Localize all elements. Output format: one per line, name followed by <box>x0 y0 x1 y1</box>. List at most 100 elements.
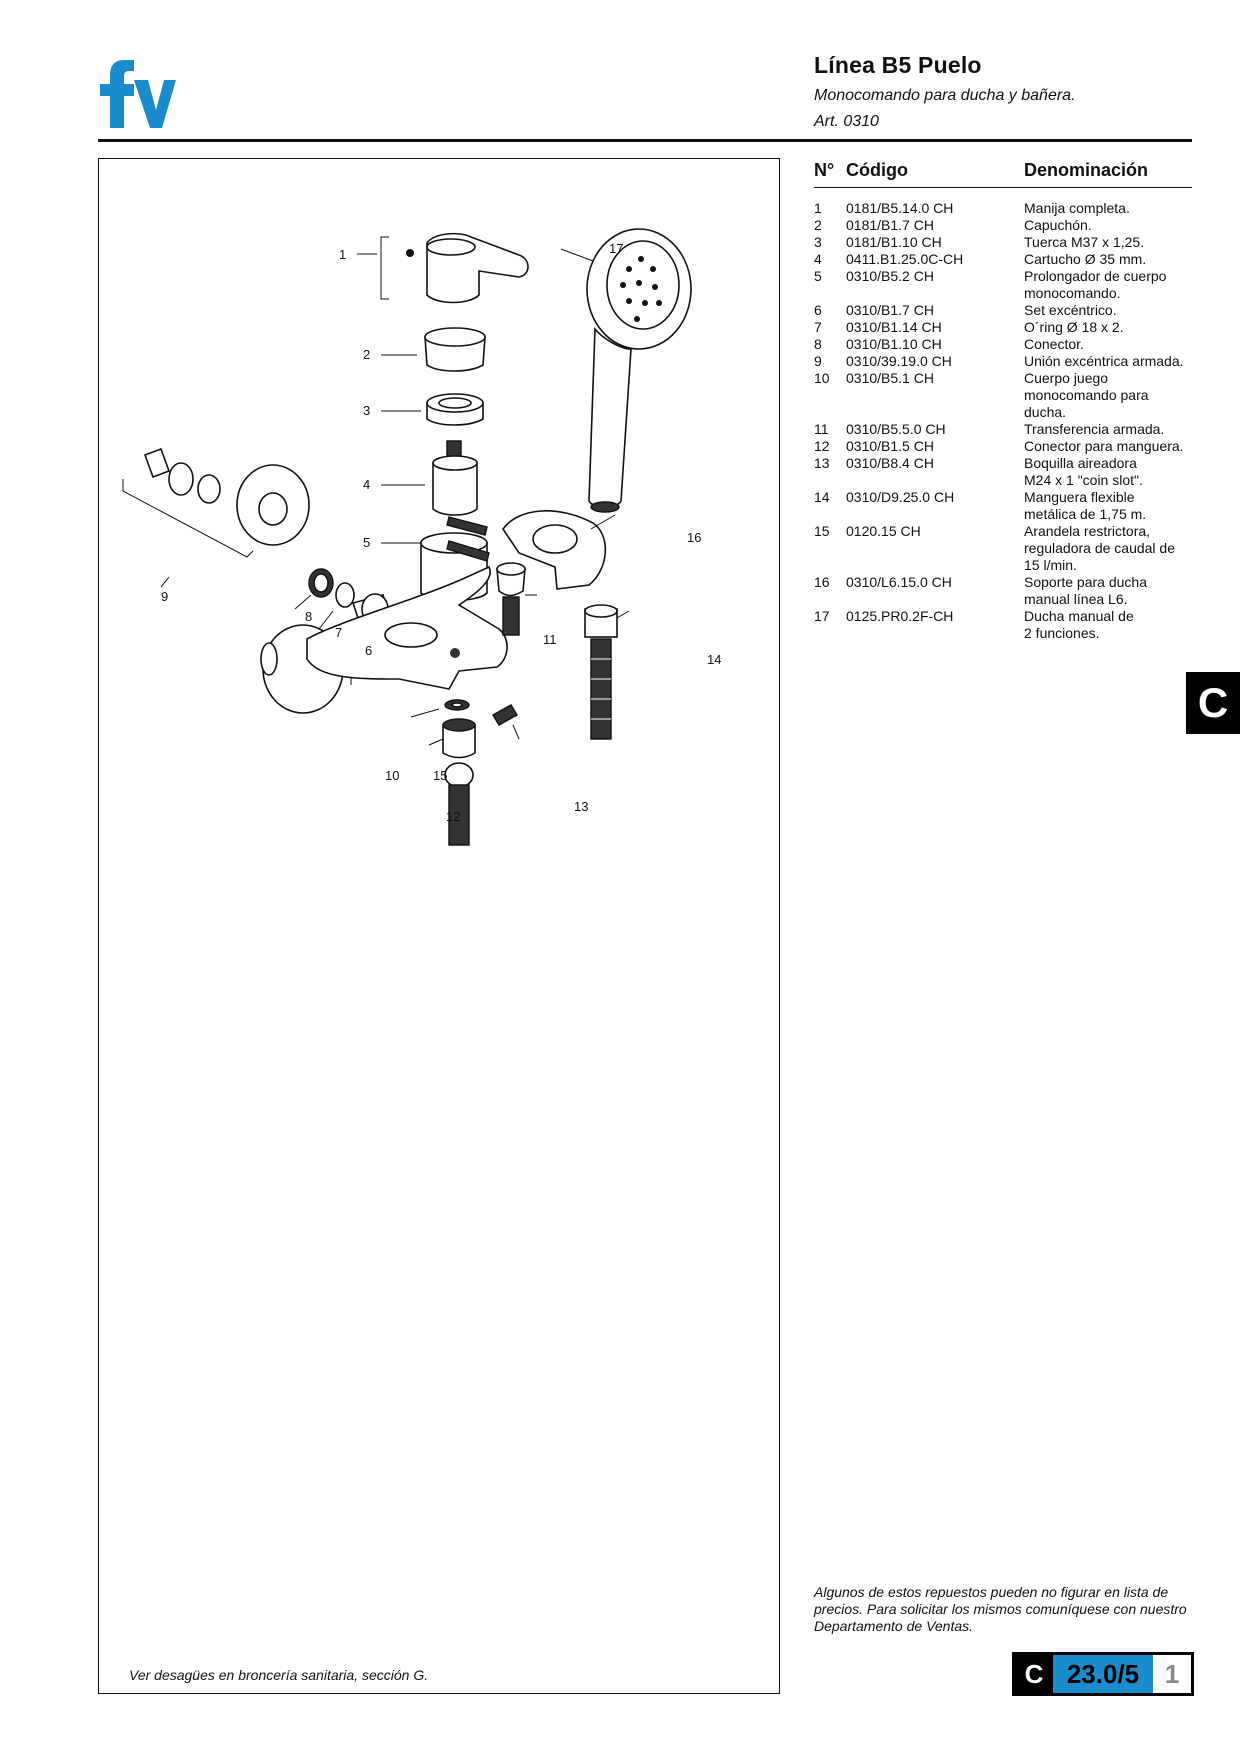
part-name: Manija completa. <box>1024 200 1130 216</box>
page-number: 1 <box>1153 1655 1191 1693</box>
callout-9: 9 <box>161 589 168 604</box>
part-code: 0310/B5.5.0 CH <box>846 421 946 437</box>
part-number: 4 <box>814 251 822 267</box>
table-row: 7 0310/B1.14 CH O´ring Ø 18 x 2. <box>814 319 1192 336</box>
part-number: 6 <box>814 302 822 318</box>
section-tab: C <box>1186 672 1240 734</box>
table-row: 3 0181/B1.10 CH Tuerca M37 x 1,25. <box>814 234 1192 251</box>
part-name: Cartucho Ø 35 mm. <box>1024 251 1147 267</box>
part-code: 0181/B1.7 CH <box>846 217 934 233</box>
part-number: 13 <box>814 455 830 471</box>
availability-note: Algunos de estos repuestos pueden no fig… <box>814 1584 1187 1634</box>
part-code: 0181/B1.10 CH <box>846 234 942 250</box>
part-name: Boquilla aireadora M24 x 1 "coin slot". <box>1024 455 1143 488</box>
fv-logo-icon <box>100 60 176 128</box>
part-number: 10 <box>814 370 830 386</box>
callout-13: 13 <box>574 799 588 814</box>
part-name: Manguera flexible metálica de 1,75 m. <box>1024 489 1147 522</box>
header-code: Código <box>846 160 908 180</box>
header-divider <box>98 139 1192 142</box>
table-row: 6 0310/B1.7 CH Set excéntrico. <box>814 302 1192 319</box>
part-number: 17 <box>814 608 830 624</box>
part-number: 8 <box>814 336 822 352</box>
handle-part-icon <box>357 232 529 304</box>
part-name: Soporte para ducha manual línea L6. <box>1024 574 1147 607</box>
header-name: Denominación <box>1024 160 1149 180</box>
table-row: 16 0310/L6.15.0 CH Soporte para ducha manu… <box>814 574 1192 608</box>
part-number: 5 <box>814 268 822 284</box>
page-title: Línea B5 Puelo <box>814 52 982 78</box>
part-name: Capuchón. <box>1024 217 1092 233</box>
part-code: 0310/B5.1 CH <box>846 370 934 386</box>
hand-shower-part-icon <box>560 228 692 513</box>
eccentric-union-part-icon <box>122 447 310 588</box>
page-subtitle: Monocomando para ducha y bañera. <box>814 87 1076 104</box>
table-row: 2 0181/B1.7 CH Capuchón. <box>814 217 1192 234</box>
callout-8: 8 <box>305 609 312 624</box>
diverter-part-icon <box>496 562 537 636</box>
part-name: Ducha manual de 2 funciones. <box>1024 608 1134 641</box>
part-code: 0310/B1.5 CH <box>846 438 934 454</box>
part-name: Tuerca M37 x 1,25. <box>1024 234 1145 250</box>
callout-17: 17 <box>609 241 623 256</box>
brand-logo <box>96 56 176 132</box>
part-number: 16 <box>814 574 830 590</box>
exploded-view-diagram: 1 2 3 4 5 6 7 8 9 10 11 12 13 14 15 16 1… <box>122 228 721 846</box>
callout-12: 12 <box>446 809 460 824</box>
aerator-part-icon <box>492 704 520 740</box>
callout-14: 14 <box>707 652 721 667</box>
part-name: Cuerpo juego monocomando para ducha. <box>1024 370 1149 420</box>
part-code: 0310/L6.15.0 CH <box>846 574 952 590</box>
exploded-diagram-frame: 1 2 3 4 5 6 7 8 9 10 11 12 13 14 15 16 1… <box>98 158 780 1694</box>
table-row: 10 0310/B5.1 CH Cuerpo juego monocomando p… <box>814 370 1192 421</box>
table-row: 17 0125.PR0.2F-CH Ducha manual de 2 funcio… <box>814 608 1192 642</box>
callout-16: 16 <box>687 530 701 545</box>
faucet-body-part-icon <box>260 565 508 714</box>
part-name: Transferencia armada. <box>1024 421 1165 437</box>
callout-7: 7 <box>335 625 342 640</box>
table-row: 11 0310/B5.5.0 CH Transferencia armada. <box>814 421 1192 438</box>
part-number: 11 <box>814 421 829 437</box>
part-name: O´ring Ø 18 x 2. <box>1024 319 1124 335</box>
table-row: 4 0411.B1.25.0C-CH Cartucho Ø 35 mm. <box>814 251 1192 268</box>
part-name: Conector para manguera. <box>1024 438 1184 454</box>
article-number: Art. 0310 <box>814 113 879 130</box>
parts-table: N° Código Denominación 1 0181/B5.14.0 CH M… <box>814 160 1192 642</box>
part-number: 3 <box>814 234 822 250</box>
callout-4: 4 <box>363 477 370 492</box>
table-row: 8 0310/B1.10 CH Conector. <box>814 336 1192 353</box>
part-name: Conector. <box>1024 336 1084 352</box>
part-number: 7 <box>814 319 822 335</box>
drain-reference-note: Ver desagües en broncería sanitaria, sec… <box>129 1667 429 1683</box>
part-code: 0310/39.19.0 CH <box>846 353 952 369</box>
callout-1: 1 <box>339 247 346 262</box>
nut-part-icon <box>381 393 484 426</box>
part-code: 0181/B5.14.0 CH <box>846 200 954 216</box>
cartridge-part-icon <box>381 440 478 516</box>
header-number: N° <box>814 160 835 180</box>
part-number: 2 <box>814 217 822 233</box>
document-header: Línea B5 Puelo Monocomando para ducha y … <box>814 52 1194 131</box>
part-number: 1 <box>814 200 822 216</box>
part-code: 0411.B1.25.0C-CH <box>846 251 964 267</box>
part-code: 0310/B1.7 CH <box>846 302 934 318</box>
callout-10: 10 <box>385 768 399 783</box>
hose-connector-part-icon <box>428 718 476 846</box>
washer-part-icon <box>410 699 470 718</box>
part-code: 0125.PR0.2F-CH <box>846 608 954 624</box>
cap-part-icon <box>381 327 486 372</box>
page-code: 23.0/5 <box>1053 1655 1153 1693</box>
shower-holder-part-icon <box>446 510 616 590</box>
part-code: 0120.15 CH <box>846 523 921 539</box>
part-code: 0310/B1.10 CH <box>846 336 942 352</box>
parts-table-header: N° Código Denominación <box>814 160 1192 188</box>
parts-table-body: 1 0181/B5.14.0 CH Manija completa. 2 0181/B1… <box>814 200 1192 642</box>
callout-2: 2 <box>363 347 370 362</box>
part-name: Set excéntrico. <box>1024 302 1117 318</box>
part-code: 0310/B1.14 CH <box>846 319 942 335</box>
